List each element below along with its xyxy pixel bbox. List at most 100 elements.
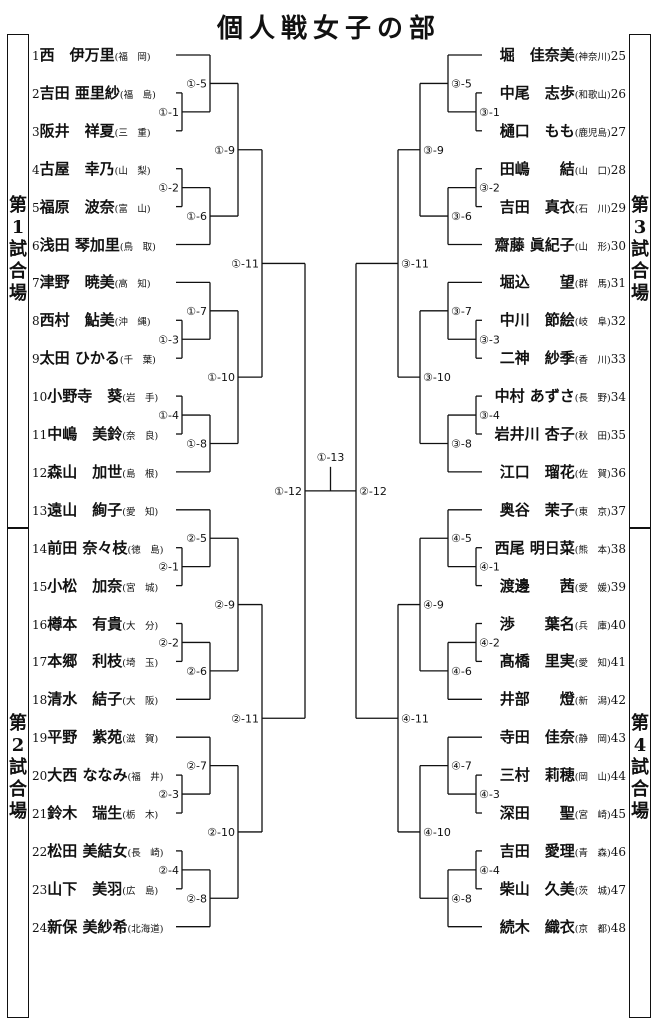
label-backdrop [271,482,304,499]
match-label-m1-2: ①-2 [158,182,179,195]
match-label-m2-10: ②-10 [207,826,235,839]
match-label-m1-12: ①-12 [274,485,302,498]
venue-box-2 [7,528,29,1018]
label-backdrop [449,435,478,452]
player-prefecture: (青 森) [574,847,611,859]
player-26: 中尾 志歩(和歌山)26 [478,82,626,104]
venue-box-3 [629,34,651,528]
label-backdrop [357,482,390,499]
player-4: 4古屋 幸乃(山 梨) [32,158,151,180]
player-prefecture: (埼 玉) [122,658,159,670]
player-prefecture: (三 重) [114,127,151,139]
player-number: 6 [32,238,40,253]
player-prefecture: (鳥 取) [119,241,156,253]
match-label-m3-3: ③-3 [479,333,500,346]
label-backdrop [477,407,506,424]
player-number: 3 [32,124,40,139]
player-prefecture: (神奈川) [574,52,611,63]
match-label-m4-5: ④-5 [451,532,472,545]
match-label-m2-12: ②-12 [359,485,387,498]
player-16: 16樽本 有貴(大 分) [32,613,158,635]
player-number: 10 [32,390,48,405]
player-15: 15小松 加奈(宮 城) [32,575,158,597]
player-number: 29 [610,200,626,215]
label-backdrop [449,890,478,907]
player-number: 39 [610,579,626,594]
player-32: 中川 節絵(岐 阜)32 [478,309,626,331]
player-number: 44 [610,769,626,784]
player-name: 三村 莉穂 [499,766,575,785]
player-prefecture: (滋 賀) [122,734,159,746]
label-backdrop [152,634,181,651]
player-number: 28 [610,162,626,177]
match-label-m4-7: ④-7 [451,760,472,773]
label-backdrop [421,823,452,840]
label-backdrop [152,558,181,575]
player-prefecture: (北海道) [127,923,164,935]
player-name: 鈴木 瑞生 [47,804,123,822]
match-label-m3-4: ③-4 [479,409,500,422]
player-24: 24新保 美紗希(北海道) [32,916,163,938]
match-label-m1-13: ①-13 [317,451,345,464]
player-number: 11 [32,428,48,442]
player-40: 渉 葉名(兵 庫)40 [478,613,626,635]
label-backdrop [449,75,478,92]
player-number: 19 [32,731,48,746]
label-backdrop [449,530,478,547]
label-backdrop [206,823,237,840]
player-number: 2 [32,86,40,101]
match-label-m4-6: ④-6 [451,665,472,678]
label-backdrop [152,786,181,803]
player-number: 27 [610,124,626,139]
player-48: 続木 織衣(京 都)48 [478,916,626,938]
player-number: 18 [32,693,48,708]
player-35: 岩井川 杏子(秋 田)35 [478,423,626,445]
label-backdrop [180,435,209,452]
player-prefecture: (福 岡) [114,52,151,63]
player-number: 30 [610,238,626,253]
player-prefecture: (富 山) [114,203,151,215]
player-prefecture: (兵 庫) [574,620,611,632]
player-prefecture: (愛 知) [122,506,159,518]
match-label-m3-8: ③-8 [451,437,472,450]
player-30: 齋藤 眞紀子(山 形)30 [478,234,626,256]
label-backdrop [180,75,209,92]
label-backdrop [206,596,237,613]
player-prefecture: (高 知) [114,279,151,291]
player-name: 福原 波奈 [39,197,115,216]
label-backdrop [152,407,181,424]
player-name: 大西 ななみ [47,766,128,785]
match-label-m3-10: ③-10 [423,371,451,384]
player-number: 46 [610,844,626,859]
player-3: 3阪井 祥夏(三 重) [32,120,151,142]
player-name: 西尾 明日菜 [494,538,575,557]
venue-label-4: 第 4 試 合 場 [631,713,649,822]
player-number: 26 [610,86,626,101]
player-name: 中嶋 美鈴 [47,425,123,443]
venue-box-1 [7,34,29,528]
match-label-m3-11: ③-11 [401,257,429,270]
player-number: 21 [32,807,48,821]
player-prefecture: (佐 賀) [574,468,611,480]
player-number: 47 [610,882,626,897]
player-number: 13 [32,503,48,518]
player-20: 20大西 ななみ(福 井) [32,764,163,786]
player-prefecture: (山 梨) [114,165,151,177]
player-name: 太田 ひかる [39,349,120,368]
player-number: 9 [32,352,40,367]
player-47: 柴山 久美(茨 城)47 [478,878,626,900]
player-name: 古屋 幸乃 [39,159,115,178]
label-backdrop [180,530,209,547]
match-label-m1-6: ①-6 [186,210,207,223]
player-name: 樽本 有貴 [47,614,123,633]
player-34: 中村 あずさ(長 野)34 [478,385,626,407]
match-label-m1-11: ①-11 [231,257,259,270]
player-name: 堀 佳奈美 [499,46,575,64]
player-number: 43 [610,731,626,746]
label-backdrop [180,662,209,679]
player-number: 5 [32,200,40,215]
player-36: 江口 瑠花(佐 賀)36 [478,461,626,483]
player-name: 渡邊 茜 [499,576,575,595]
player-number: 38 [610,541,626,556]
player-name: 髙橋 里実 [499,652,575,671]
